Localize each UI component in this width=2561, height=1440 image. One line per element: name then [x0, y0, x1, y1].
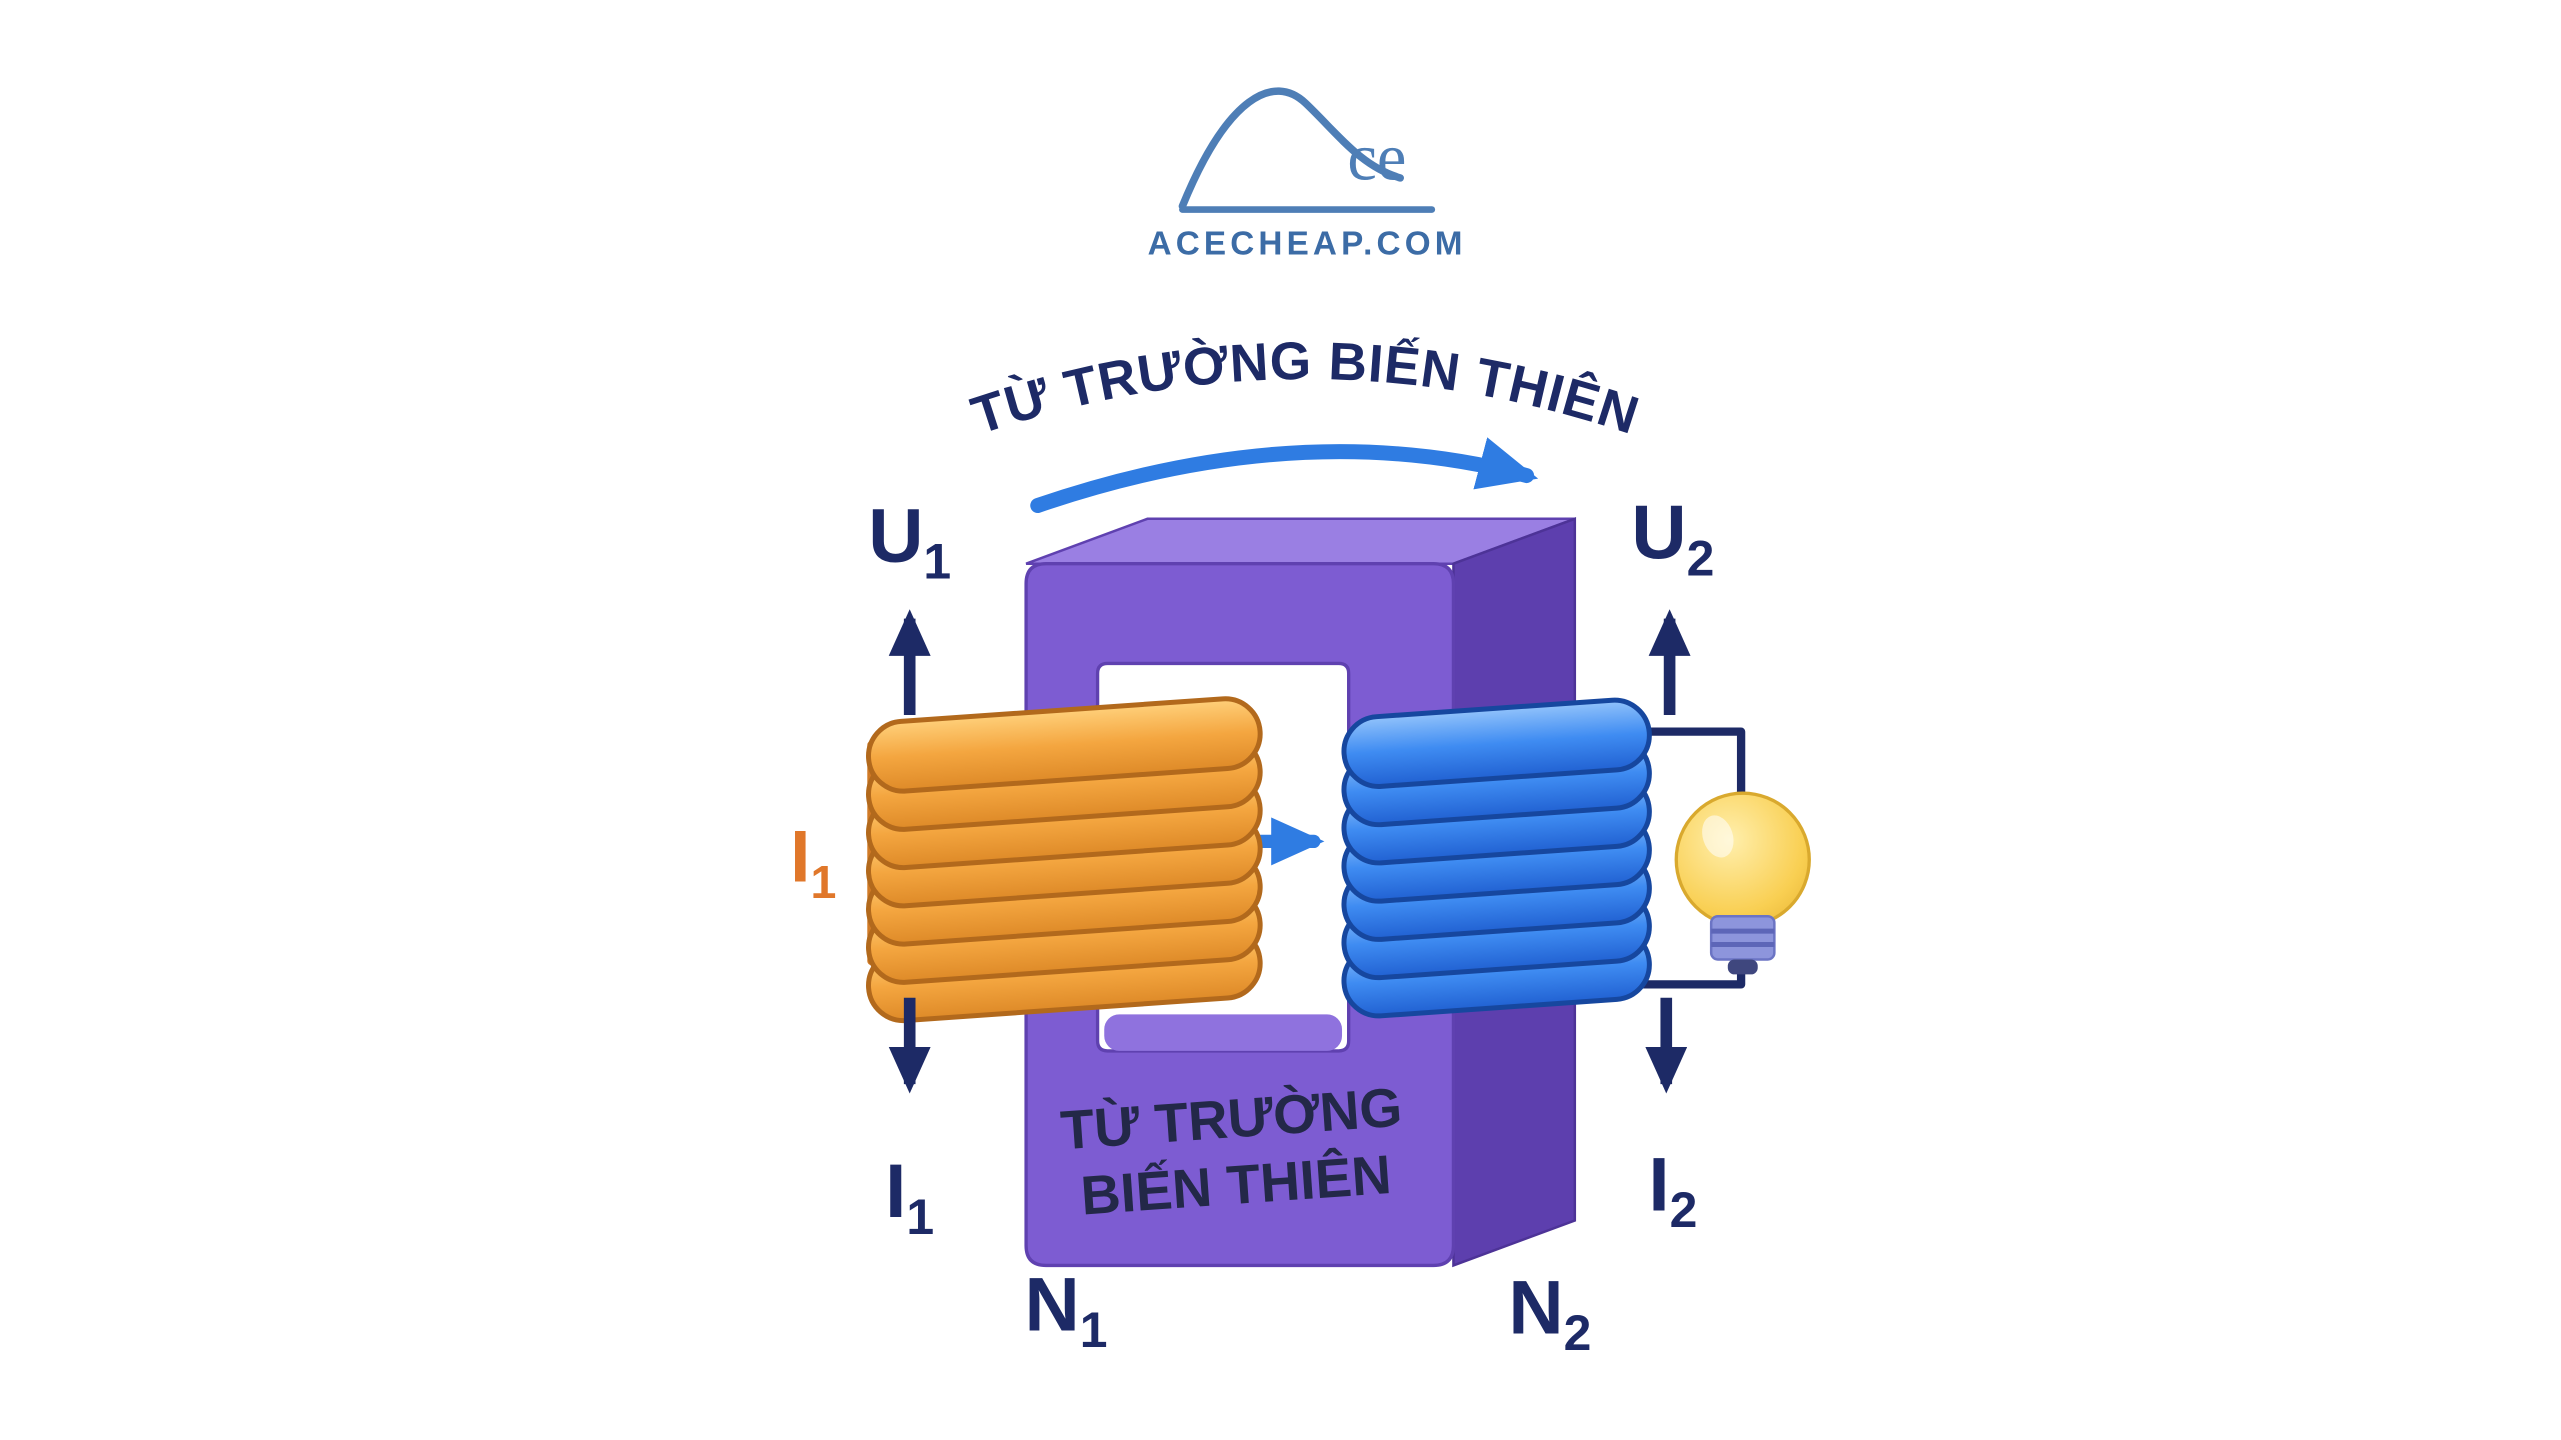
logo: ce ACECHEAP.COM: [1148, 87, 1467, 262]
label-i2-sub: 2: [1670, 1182, 1698, 1238]
label-n1-base: N: [1025, 1262, 1080, 1347]
label-n2-base: N: [1508, 1266, 1563, 1351]
bulb-glass: [1674, 791, 1811, 928]
arc-title-textpath: TỪ TRƯỜNG BIẾN THIÊN: [965, 332, 1645, 446]
bulb-highlight: [1702, 815, 1734, 858]
label-i1-out-base: I: [885, 1149, 906, 1234]
label-i2: I2: [1648, 1143, 1697, 1239]
label-u2-base: U: [1631, 491, 1686, 576]
bulb-base: [1709, 914, 1776, 961]
flux-arc-arrow-icon: [1030, 437, 1539, 513]
label-n1-sub: 1: [1080, 1302, 1108, 1358]
core-front-face: [1024, 562, 1456, 1268]
label-i1-source-base: I: [790, 815, 810, 897]
label-n2: N2: [1508, 1266, 1591, 1362]
label-u1-sub: 1: [923, 534, 951, 590]
bulb-tip: [1727, 959, 1758, 975]
arc-title-text: TỪ TRƯỜNG BIẾN THIÊN: [965, 332, 1646, 446]
label-u1: U1: [868, 494, 951, 590]
label-i1-source: I1: [790, 815, 836, 908]
light-bulb-icon: [1674, 791, 1811, 975]
label-n1: N1: [1025, 1262, 1108, 1358]
label-u2: U2: [1631, 491, 1714, 587]
label-i2-base: I: [1648, 1143, 1669, 1228]
secondary-coil: [1342, 698, 1652, 1018]
arch-curve-icon: [1178, 87, 1404, 210]
core-inner-wall: [1104, 1014, 1343, 1051]
label-i1-source-sub: 1: [810, 856, 836, 908]
label-i1-out: I1: [885, 1149, 934, 1245]
logo-brand-suffix: ce: [1347, 122, 1406, 195]
label-n2-sub: 2: [1564, 1305, 1592, 1361]
primary-coil: [866, 696, 1262, 1023]
logo-site-text: ACECHEAP.COM: [1148, 225, 1467, 262]
label-u2-sub: 2: [1687, 530, 1715, 586]
label-u1-base: U: [868, 494, 923, 579]
label-i1-out-sub: 1: [906, 1189, 934, 1245]
